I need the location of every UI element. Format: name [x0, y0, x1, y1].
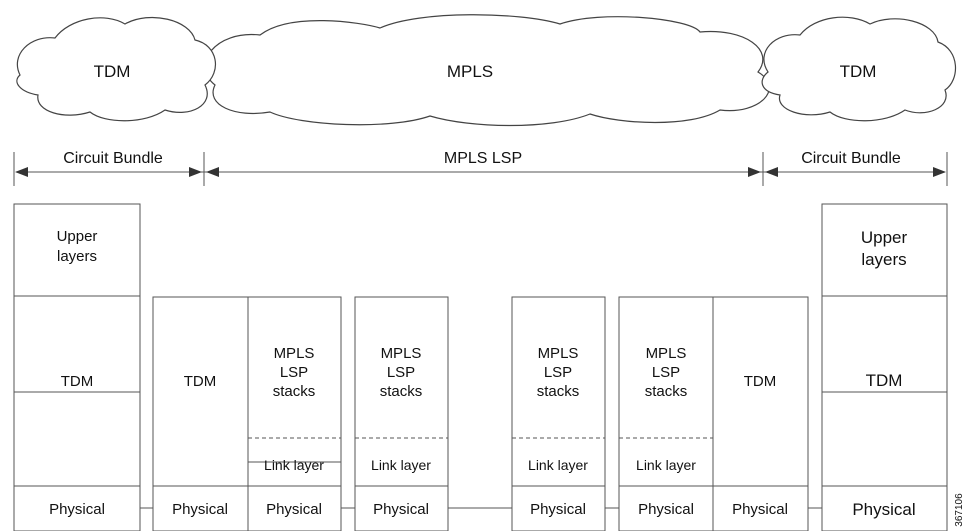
- stack-left-pe: [152, 296, 342, 531]
- right-pe-physical: Physical: [732, 501, 788, 518]
- left-pe-tdm: TDM: [184, 373, 217, 390]
- core1-mpls-line3: stacks: [380, 383, 423, 400]
- right-tdm: TDM: [866, 371, 903, 390]
- core1-link-layer: Link layer: [371, 457, 431, 473]
- stack-left-host: [13, 203, 141, 531]
- left-upper-line2: layers: [57, 248, 97, 265]
- stack-core-1: [354, 296, 449, 531]
- middle-span-label: MPLS LSP: [444, 150, 522, 167]
- right-physical: Physical: [852, 500, 915, 519]
- left-pe-physical: Physical: [172, 501, 228, 518]
- right-cloud: [761, 16, 957, 122]
- core2-mpls-line1: MPLS: [538, 345, 579, 362]
- left-upper-line1: Upper: [57, 228, 98, 245]
- core2-mpls-line3: stacks: [537, 383, 580, 400]
- left-physical: Physical: [49, 501, 105, 518]
- left-tdm: TDM: [61, 373, 94, 390]
- left-cloud: [16, 16, 216, 122]
- right-pe-mpls-physical: Physical: [638, 501, 694, 518]
- left-cloud-label: TDM: [94, 62, 131, 81]
- span-arrows: [13, 152, 948, 186]
- stack-right-pe: [618, 296, 809, 531]
- stack-right-host: [821, 203, 948, 531]
- figure-id: 367106: [954, 493, 965, 527]
- left-pe-mpls-physical: Physical: [266, 501, 322, 518]
- core1-mpls-line2: LSP: [387, 364, 415, 381]
- core2-physical: Physical: [530, 501, 586, 518]
- right-pe-link-layer: Link layer: [636, 457, 696, 473]
- left-pe-mpls-line2: LSP: [280, 364, 308, 381]
- right-cloud-label: TDM: [840, 62, 877, 81]
- right-pe-mpls-line1: MPLS: [646, 345, 687, 362]
- core1-mpls-line1: MPLS: [381, 345, 422, 362]
- right-upper-line2: layers: [861, 250, 906, 269]
- right-pe-mpls-line2: LSP: [652, 364, 680, 381]
- core2-mpls-line2: LSP: [544, 364, 572, 381]
- core2-link-layer: Link layer: [528, 457, 588, 473]
- stack-core-2: [511, 296, 606, 531]
- left-span-label: Circuit Bundle: [63, 150, 163, 167]
- right-pe-mpls-line3: stacks: [645, 383, 688, 400]
- left-pe-link-layer: Link layer: [264, 457, 324, 473]
- middle-cloud-label: MPLS: [447, 62, 493, 81]
- left-pe-mpls-line3: stacks: [273, 383, 316, 400]
- right-pe-tdm: TDM: [744, 373, 777, 390]
- left-pe-mpls-line1: MPLS: [274, 345, 315, 362]
- core1-physical: Physical: [373, 501, 429, 518]
- right-upper-line1: Upper: [861, 228, 908, 247]
- middle-cloud: [204, 14, 770, 127]
- right-span-label: Circuit Bundle: [801, 150, 901, 167]
